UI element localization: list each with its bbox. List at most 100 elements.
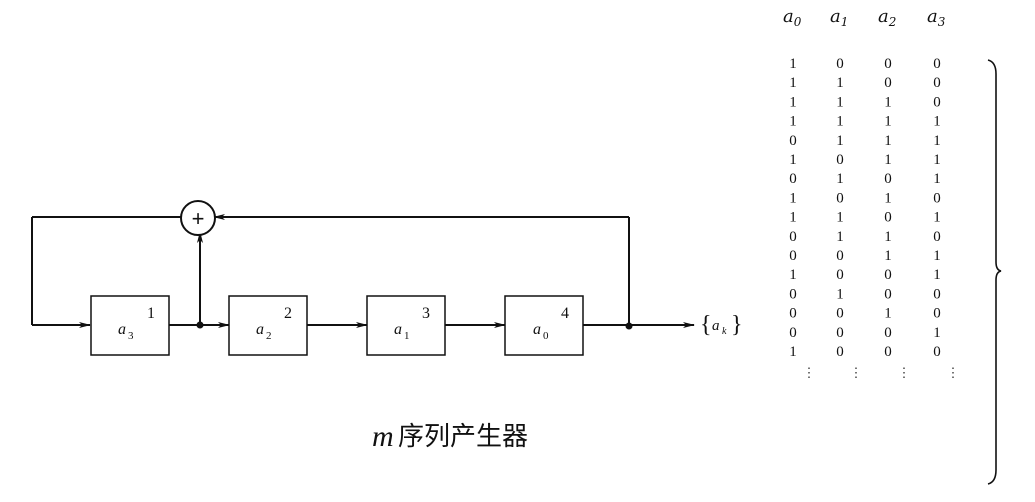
register-symbol: a — [256, 321, 264, 338]
table-cell: 0 — [789, 133, 797, 149]
table-cell: 1 — [933, 248, 941, 264]
mod2-adder: + — [180, 200, 216, 236]
table-cell: 1 — [933, 114, 941, 130]
table-cell: 1 — [836, 75, 844, 91]
table-cell: 0 — [884, 56, 892, 72]
table-cell: 0 — [884, 286, 892, 302]
table-cell: 0 — [836, 190, 844, 206]
table-cell: 0 — [933, 344, 941, 360]
table-row: 0 1 1 0 — [789, 229, 941, 245]
table-cell: 0 — [884, 267, 892, 283]
table-cell: 1 — [836, 114, 844, 130]
table-row: 1 1 1 1 — [789, 114, 941, 130]
table-cell: 0 — [933, 94, 941, 110]
column-header: a1 — [830, 6, 848, 29]
table-cell: 0 — [884, 344, 892, 360]
table-row: 1 0 1 1 — [789, 152, 941, 168]
table-cell: 1 — [933, 325, 941, 341]
table-cell: 1 — [884, 306, 892, 322]
table-cell: 0 — [836, 152, 844, 168]
register-stage: 1 — [147, 305, 155, 322]
register-index: 1 — [404, 330, 410, 342]
register-symbol: a — [394, 321, 402, 338]
table-headers: a0 a1 a2 a3 — [783, 6, 946, 29]
column-header: a0 — [783, 6, 802, 29]
table-cell: 0 — [789, 306, 797, 322]
register-stage: 3 — [422, 305, 430, 322]
table-cell: 1 — [884, 94, 892, 110]
adder-plus-icon: + — [192, 206, 205, 231]
register-stage: 4 — [561, 305, 569, 322]
table-cell: 1 — [836, 171, 844, 187]
table-cell: 1 — [836, 286, 844, 302]
table-cell: 1 — [789, 94, 797, 110]
table-cell: 1 — [933, 133, 941, 149]
table-cell: 1 — [789, 210, 797, 226]
table-cell: 1 — [933, 152, 941, 168]
continuation-dots: ⋮ — [850, 365, 863, 380]
table-cell: 0 — [884, 325, 892, 341]
table-cell: 1 — [836, 133, 844, 149]
table-right-brace — [987, 59, 1002, 485]
table-cell: 0 — [933, 229, 941, 245]
table-cell: 1 — [836, 94, 844, 110]
table-cell: 0 — [789, 286, 797, 302]
table-cell: 0 — [789, 248, 797, 264]
table-cell: 0 — [789, 229, 797, 245]
register-symbol: a — [118, 321, 126, 338]
register-index: 2 — [266, 330, 272, 342]
table-cell: 1 — [884, 114, 892, 130]
table-cell: 0 — [933, 286, 941, 302]
table-cell: 0 — [789, 171, 797, 187]
register-box — [504, 295, 584, 356]
table-cell: 1 — [836, 229, 844, 245]
register-2: a 2 2 — [228, 295, 308, 356]
junction-dot-2 — [625, 322, 633, 330]
register-box — [90, 295, 170, 356]
table-cell: 1 — [789, 152, 797, 168]
table-cell: 0 — [884, 75, 892, 91]
table-cell: 1 — [789, 114, 797, 130]
table-cell: 1 — [884, 229, 892, 245]
column-header: a2 — [878, 6, 896, 29]
table-cell: 0 — [836, 306, 844, 322]
table-cell: 1 — [884, 133, 892, 149]
register-3: a 1 3 — [366, 295, 446, 356]
output-subscript: k — [722, 326, 727, 337]
column-header: a3 — [927, 6, 946, 29]
table-continuation: ⋮⋮⋮⋮ — [803, 365, 960, 380]
continuation-dots: ⋮ — [803, 365, 816, 380]
table-cell: 0 — [836, 248, 844, 264]
table-cell: 1 — [789, 75, 797, 91]
output-sequence-label: { a k } — [700, 312, 743, 338]
table-cell: 0 — [884, 171, 892, 187]
table-cell: 1 — [789, 344, 797, 360]
table-cell: 0 — [933, 56, 941, 72]
register-index: 0 — [543, 330, 549, 342]
table-cell: 1 — [884, 190, 892, 206]
table-cell: 1 — [933, 267, 941, 283]
table-cell: 1 — [933, 210, 941, 226]
continuation-dots: ⋮ — [898, 365, 911, 380]
register-1: a 3 1 — [90, 295, 170, 356]
caption-text: 序列产生器 — [398, 422, 528, 452]
table-cell: 1 — [884, 152, 892, 168]
output-brace-open: { — [700, 312, 712, 338]
signal-lines — [31, 214, 695, 328]
table-cell: 1 — [836, 210, 844, 226]
register-stage: 2 — [284, 305, 292, 322]
register-4: a 0 4 — [504, 295, 584, 356]
table-row: 0 1 0 0 — [789, 286, 941, 302]
table-cell: 0 — [836, 56, 844, 72]
table-cell: 1 — [884, 248, 892, 264]
diagram-caption: m 序列产生器 — [372, 420, 528, 453]
